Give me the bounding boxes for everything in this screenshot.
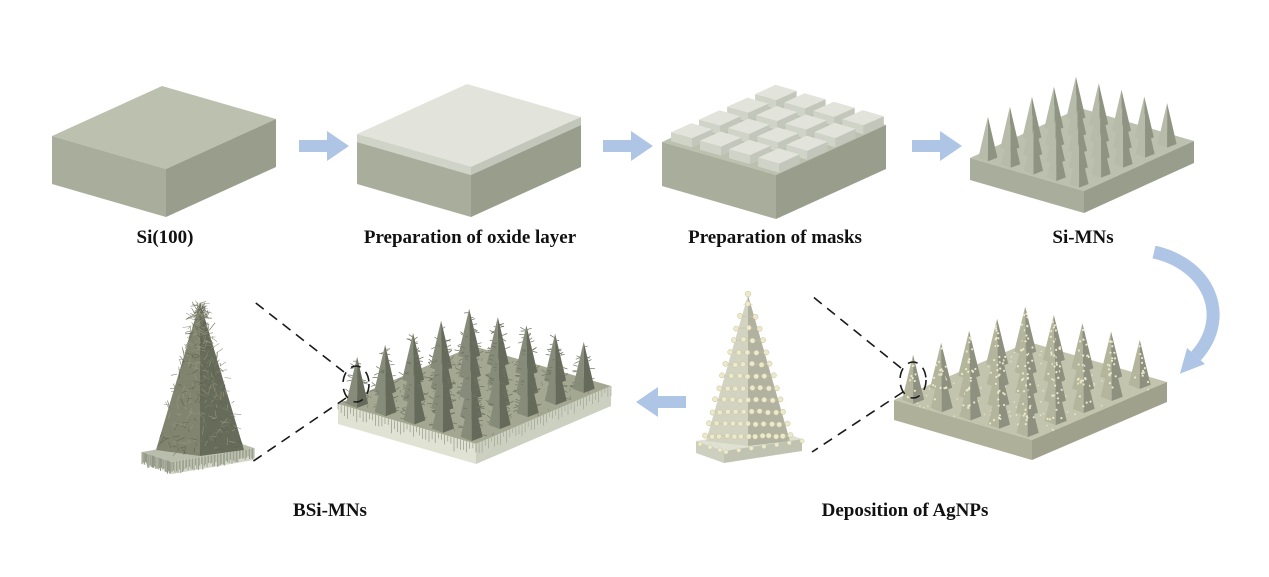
label-deposition-agnps: Deposition of AgNPs — [821, 500, 989, 521]
label-si100: Si(100) — [136, 227, 194, 248]
label-si-mns: Si-MNs — [1052, 227, 1114, 248]
label-masks: Preparation of masks — [688, 227, 862, 248]
masks-figure — [662, 84, 886, 219]
agnp-mns-array-figure — [894, 306, 1167, 460]
bsi-mns-array-figure — [337, 308, 612, 464]
si-mns-array-figure — [970, 76, 1194, 213]
bsi-mns-zoom-figure — [141, 300, 255, 474]
label-oxide-layer: Preparation of oxide layer — [363, 227, 577, 248]
arrow-right-icon-1 — [299, 131, 349, 161]
si100-substrate-figure — [52, 86, 276, 217]
arrow-curved-icon — [1152, 246, 1220, 374]
arrow-left-icon — [636, 387, 686, 417]
oxide-layer-figure — [357, 84, 581, 217]
arrow-right-icon-2 — [603, 131, 653, 161]
arrow-right-icon-3 — [912, 131, 962, 161]
label-bsi-mns: BSi-MNs — [293, 500, 367, 521]
agnp-coated-mn-zoom-figure — [696, 290, 805, 463]
